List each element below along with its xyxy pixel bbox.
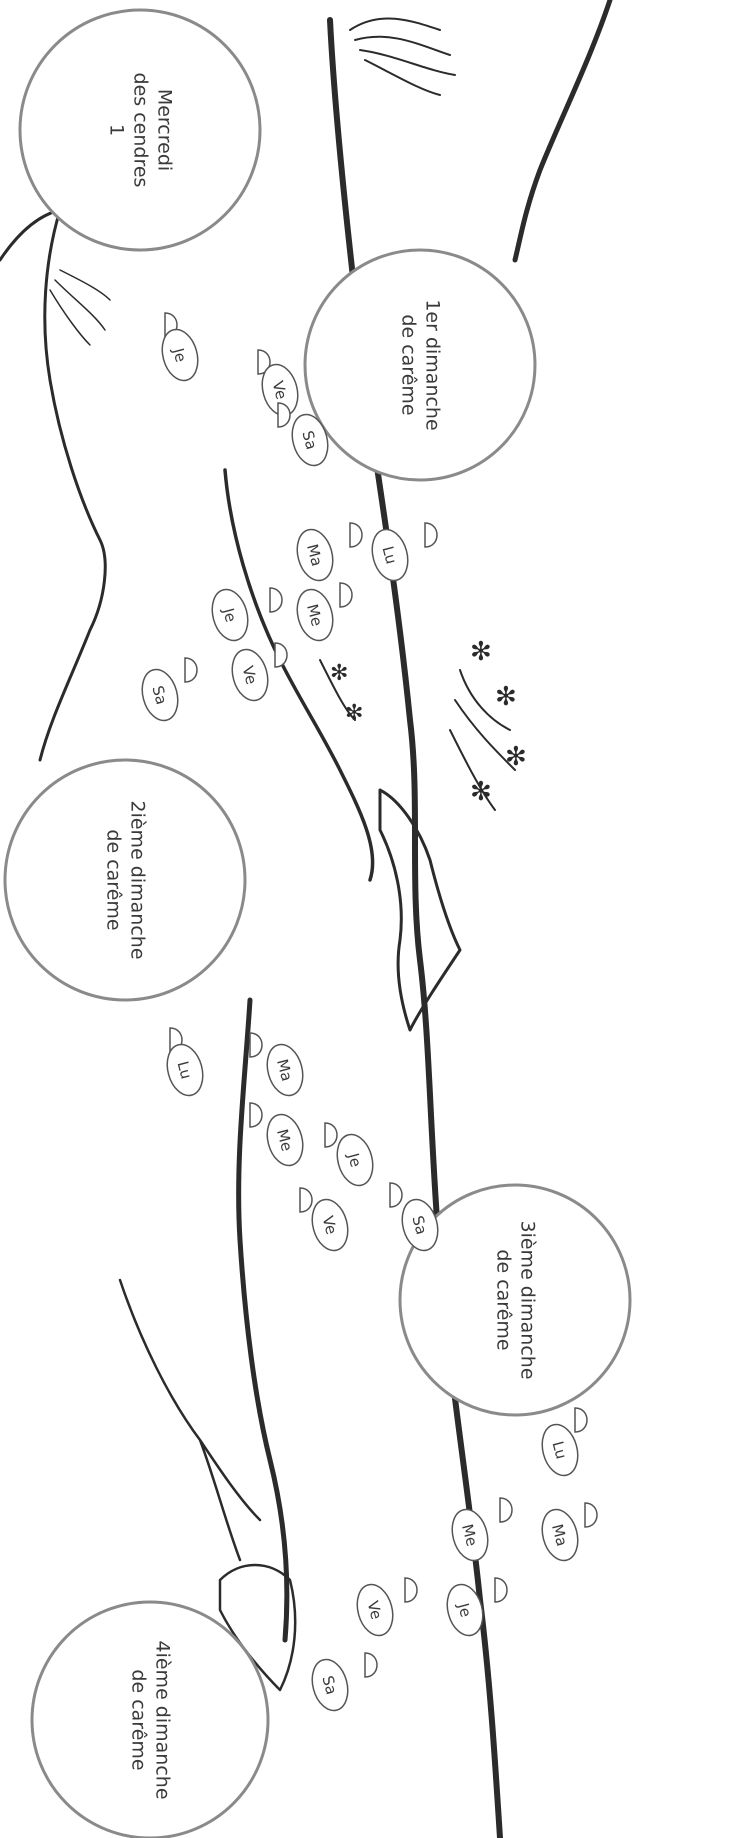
toe-shape [270, 588, 282, 612]
toe-shape [275, 643, 287, 667]
footstep: Ma [262, 1040, 308, 1099]
rock-shape [380, 790, 460, 1030]
footstep: Me [447, 1505, 493, 1564]
circle-label-line: 2ième dimanche [127, 800, 149, 959]
circle-label-line: 4ième dimanche [152, 1640, 174, 1799]
toe-shape [325, 1123, 337, 1147]
toe-shape [405, 1578, 417, 1602]
footstep: Me [262, 1110, 308, 1169]
circle-label-line: de carême [398, 314, 420, 415]
grass-top [350, 18, 455, 95]
footstep: Sa [137, 665, 183, 724]
toe-shape [575, 1408, 587, 1432]
footstep: Je [157, 325, 203, 384]
circle-label-line: de carême [493, 1249, 515, 1350]
footstep: Lu [367, 525, 413, 584]
footstep: Ve [227, 645, 273, 704]
toe-shape [365, 1653, 377, 1677]
circle-label-line: de carême [103, 829, 125, 930]
top-right-branch [515, 0, 610, 260]
circle-label-line: 1 [106, 124, 128, 136]
footstep: Sa [307, 1655, 353, 1714]
toe-shape [250, 1033, 262, 1057]
footstep: Me [292, 585, 338, 644]
toe-shape [250, 1103, 262, 1127]
left-upper-branch [0, 210, 105, 760]
footstep: Ve [307, 1195, 353, 1254]
footstep: Ve [352, 1580, 398, 1639]
flower-icon: ✻ [495, 682, 517, 712]
lower-left-twig [120, 1280, 260, 1560]
lower-left-branch [239, 1000, 287, 1640]
flower-icon: ✻ [505, 742, 527, 772]
toe-shape [390, 1183, 402, 1207]
flower-icon: ✻ [345, 701, 363, 726]
toe-shape [495, 1578, 507, 1602]
circle-label-line: des cendres [130, 73, 152, 188]
toe-shape [425, 523, 437, 547]
toe-shape [340, 583, 352, 607]
toe-shape [300, 1188, 312, 1212]
flower-icon: ✻ [470, 637, 492, 667]
flower-icon: ✻ [330, 661, 348, 686]
footstep: Lu [162, 1040, 208, 1099]
footstep: Ma [292, 525, 338, 584]
circle-label-line: 3ième dimanche [517, 1220, 539, 1379]
footstep: Ma [537, 1505, 583, 1564]
footstep: Je [332, 1130, 378, 1189]
circle-label-line: Mercredi [154, 89, 176, 171]
toe-shape [350, 523, 362, 547]
footstep: Je [207, 585, 253, 644]
circle-label-line: de carême [128, 1669, 150, 1770]
circle-label-line: 1er dimanche [422, 299, 444, 430]
grass-left [50, 270, 110, 345]
flower-icon: ✻ [470, 777, 492, 807]
toe-shape [500, 1498, 512, 1522]
toe-shape [585, 1503, 597, 1527]
toe-shape [185, 658, 197, 682]
